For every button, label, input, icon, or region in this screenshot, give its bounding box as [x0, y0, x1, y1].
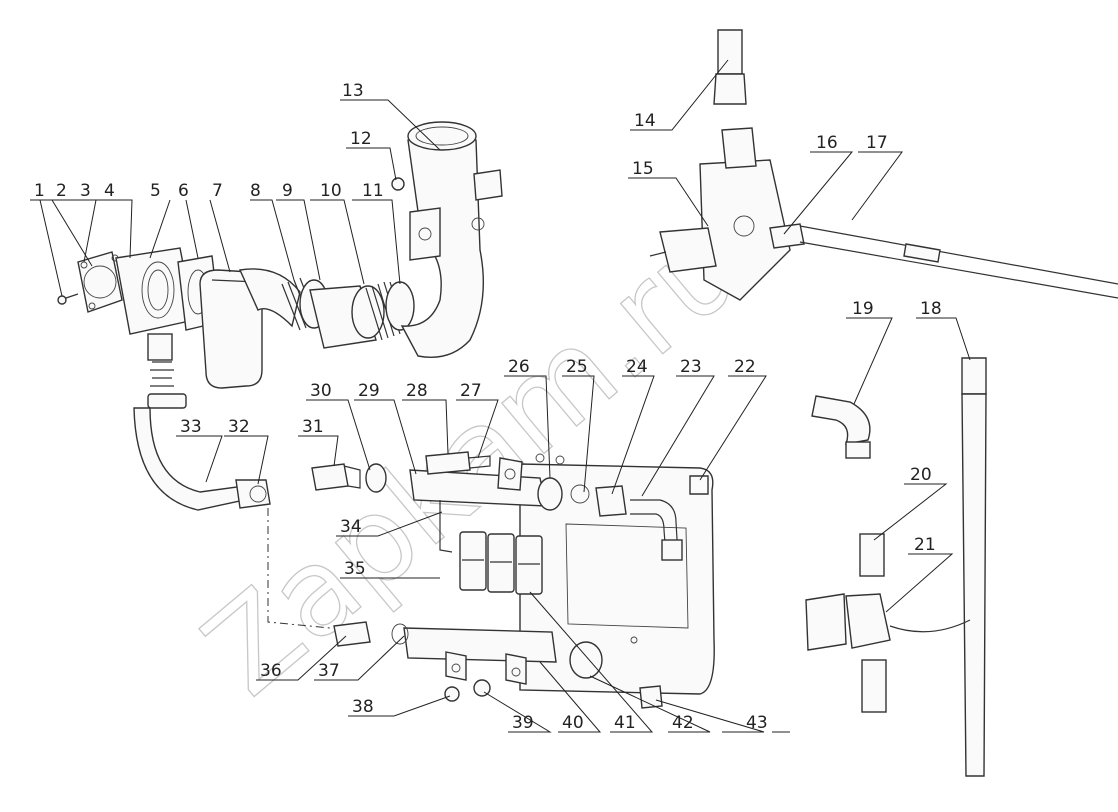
part-label: 32 [228, 417, 250, 437]
part-labels: 1 2 3 4 5 6 7 8 9 10 11 12 13 14 15 16 1… [34, 81, 942, 733]
part-label: 20 [910, 465, 932, 485]
part-label: 33 [180, 417, 202, 437]
part-label: 16 [816, 133, 838, 153]
part-label: 21 [914, 535, 936, 555]
part-label: 36 [260, 661, 282, 681]
part-label: 24 [626, 357, 648, 377]
part-label: 14 [634, 111, 656, 131]
part-label: 4 [104, 181, 115, 201]
part-label: 25 [566, 357, 588, 377]
part-label: 17 [866, 133, 888, 153]
intake-assembly [57, 121, 503, 389]
part-label: 18 [920, 299, 942, 319]
part-label: 5 [150, 181, 161, 201]
part-label: 43 [746, 713, 768, 733]
part-label: 22 [734, 357, 756, 377]
part-label: 37 [318, 661, 340, 681]
part-label: 15 [632, 159, 654, 179]
part-label: 7 [212, 181, 223, 201]
part-label: 2 [56, 181, 67, 201]
part-label: 10 [320, 181, 342, 201]
part-label: 27 [460, 381, 482, 401]
hose-assembly [133, 393, 331, 629]
part-label: 26 [508, 357, 530, 377]
part-label: 6 [178, 181, 189, 201]
part-label: 12 [350, 129, 372, 149]
part-label: 40 [562, 713, 584, 733]
part-label: 42 [672, 713, 694, 733]
part-label: 11 [362, 181, 384, 201]
leader-lines [30, 59, 971, 733]
part-label: 28 [406, 381, 428, 401]
part-label: 3 [80, 181, 91, 201]
part-label: 1 [34, 181, 45, 201]
part-label: 19 [852, 299, 874, 319]
part-label: 29 [358, 381, 380, 401]
part-label: 13 [342, 81, 364, 101]
part-label: 30 [310, 381, 332, 401]
part-label: 39 [512, 713, 534, 733]
part-label: 9 [282, 181, 293, 201]
part-label: 8 [250, 181, 261, 201]
valve-assembly [649, 29, 1118, 777]
part-label: 34 [340, 517, 362, 537]
part-label: 38 [352, 697, 374, 717]
part-label: 35 [344, 559, 366, 579]
part-label: 41 [614, 713, 636, 733]
part-label: 23 [680, 357, 702, 377]
part-label: 31 [302, 417, 324, 437]
